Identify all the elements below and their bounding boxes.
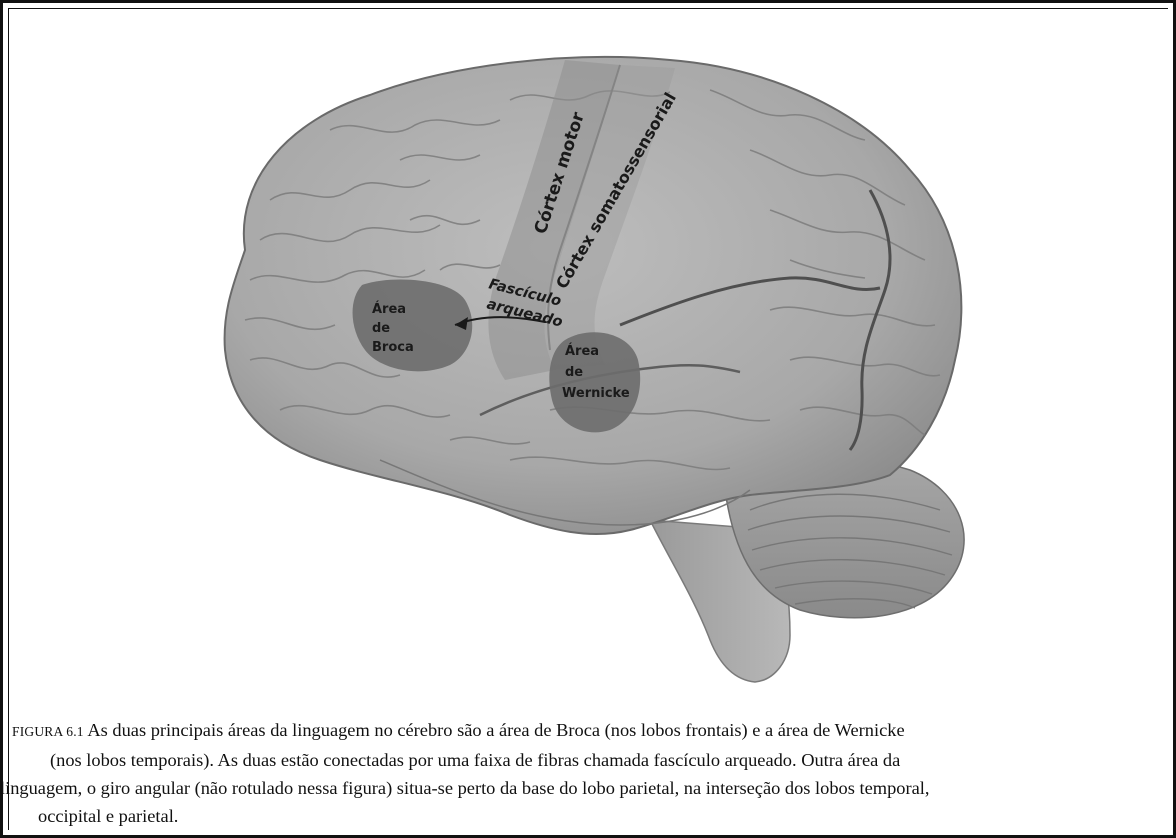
caption-line1-text: As duas principais áreas da linguagem no…: [87, 720, 904, 740]
broca-label-line3: Broca: [372, 340, 414, 355]
caption-line-4: occipital e parietal.: [12, 802, 1172, 830]
broca-label-line1: Área: [372, 301, 406, 317]
caption-line-3: linguagem, o giro angular (não rotulado …: [0, 774, 1172, 802]
brain-illustration: Córtex motor Córtex somatossensorial Fas…: [150, 20, 1050, 700]
caption-line-2: (nos lobos temporais). As duas estão con…: [12, 746, 1172, 774]
broca-label-line2: de: [372, 321, 390, 336]
wernicke-label-line1: Área: [565, 343, 599, 359]
wernicke-label-line2: de: [565, 365, 583, 380]
figure-caption: FIGURA 6.1 As duas principais áreas da l…: [12, 716, 1172, 830]
figure-number: FIGURA 6.1: [12, 724, 84, 739]
caption-line-1: FIGURA 6.1 As duas principais áreas da l…: [12, 716, 1172, 746]
wernicke-label-line3: Wernicke: [562, 386, 630, 401]
